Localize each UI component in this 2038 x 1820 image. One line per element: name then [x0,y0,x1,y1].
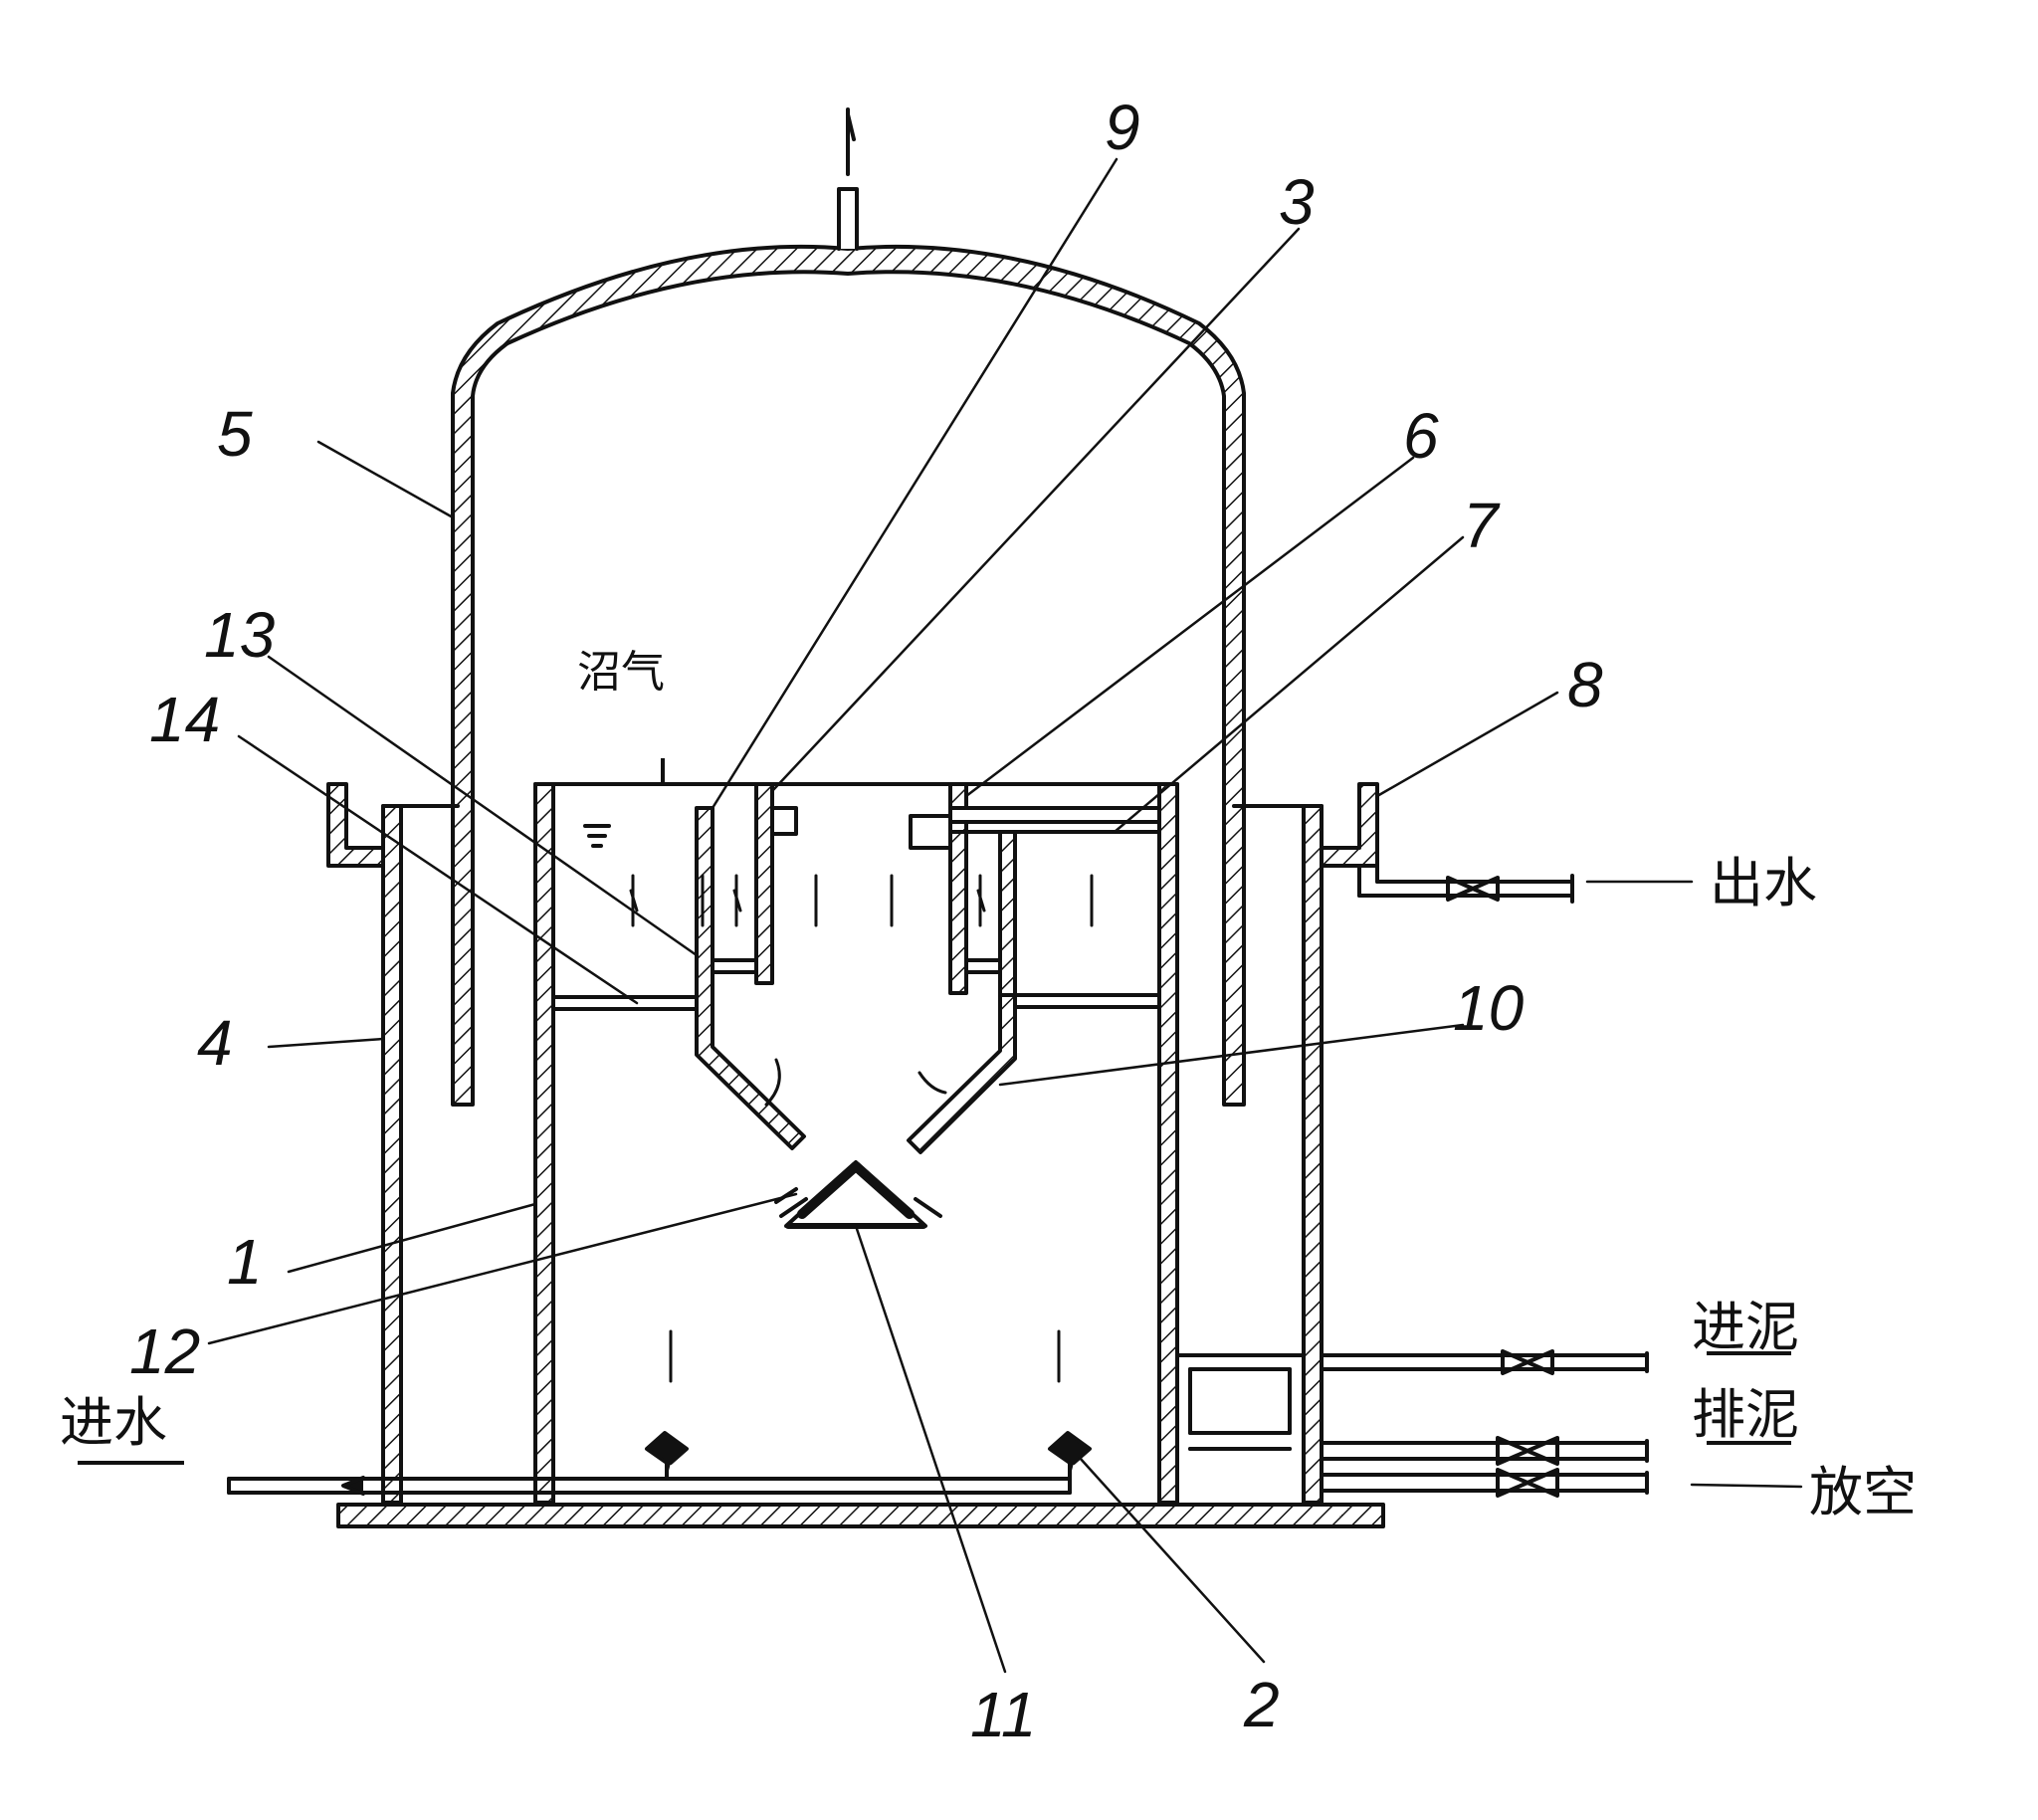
gas-dome [451,107,1246,1107]
label-underlines [78,758,1791,1465]
callout-1: 1 [227,1226,263,1298]
flow-arrows [629,874,1094,1383]
label-sludge-out: 排泥 [1692,1383,1799,1446]
callout-6: 6 [1403,400,1439,472]
label-water-out: 出水 [1710,852,1817,914]
callout-8: 8 [1567,649,1603,720]
callout-3: 3 [1279,166,1315,238]
callout-14: 14 [149,684,220,755]
callout-9: 9 [1105,92,1140,163]
callout-13: 13 [204,599,276,671]
label-water-in: 进水 [60,1391,167,1454]
label-biogas: 沼气 [577,647,665,698]
callout-11: 11 [970,1679,1036,1750]
label-drain: 放空 [1809,1461,1917,1523]
label-sludge-in: 进泥 [1692,1296,1799,1358]
base-plate [336,1503,1385,1528]
three-phase-separator [551,782,1161,1154]
callout-4: 4 [197,1007,233,1079]
water-surface [583,824,611,848]
outlet-pipe [1357,864,1574,904]
callout-2: 2 [1243,1669,1280,1740]
callout-5: 5 [217,398,253,470]
inlet-distributor [227,1431,1092,1496]
outer-tank [326,782,1379,1505]
leader-lines [207,157,1803,1674]
sludge-pipes [1175,1349,1649,1507]
callout-10: 10 [1453,972,1525,1044]
callout-7: 7 [1463,490,1501,561]
callout-12: 12 [129,1315,200,1387]
flow-labels: 沼气 进水 出水 进泥 排泥 放空 [60,647,1917,1523]
deflector-cone [774,1160,942,1229]
callout-numbers: 9 3 6 7 8 5 13 14 4 1 12 10 11 2 [129,92,1603,1750]
